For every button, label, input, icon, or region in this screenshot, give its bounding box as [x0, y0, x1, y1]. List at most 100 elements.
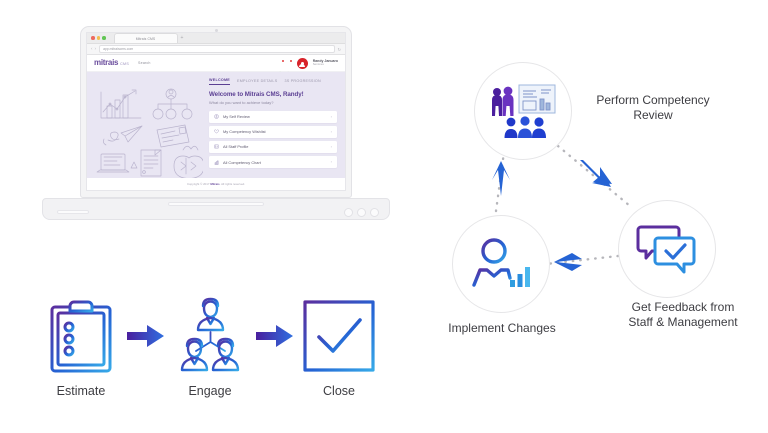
user-role: Services	[312, 62, 324, 67]
avatar[interactable]	[296, 57, 308, 69]
sketch-paper-plane-icon	[102, 125, 143, 146]
sketch-illustrations	[95, 78, 203, 190]
brand-name: mitrais	[94, 58, 119, 67]
chevron-right-icon: ›	[330, 143, 332, 149]
cycle-label-line1: Perform Competency	[596, 93, 710, 107]
menu-item-label: My Self Review	[223, 114, 250, 120]
new-tab-button[interactable]: +	[180, 34, 184, 41]
browser-nav-buttons[interactable]: ‹ ›	[91, 45, 97, 52]
url-input[interactable]: app.mitraiscms.com	[99, 45, 335, 53]
laptop-base	[42, 198, 390, 220]
laptop-lid: Mitrais CMS + ‹ › app.mitraiscms.com ↻ m…	[80, 26, 352, 198]
browser-chrome-bar: Mitrais CMS +	[87, 33, 345, 44]
laptop-trackpad-notch	[168, 202, 264, 206]
browser-tab[interactable]: Mitrais CMS	[113, 33, 178, 43]
sketch-bar-chart-icon	[100, 89, 142, 119]
tab-welcome[interactable]: WELCOME	[209, 78, 231, 85]
sketch-apple-heart-icon	[173, 145, 203, 179]
sketch-org-chart-icon	[152, 88, 193, 120]
menu-item-my-competency-wishlist[interactable]: My Competency Wishlist ›	[209, 126, 337, 138]
refresh-icon[interactable]: ↻	[337, 46, 341, 52]
menu-item-all-competency-chart[interactable]: All Competency Chart ›	[209, 156, 337, 168]
tab-employee-details[interactable]: EMPLOYEE DETAILS	[237, 78, 278, 83]
brand-subtitle: CMS	[120, 62, 130, 66]
cycle-node-perform-competency-review[interactable]	[474, 62, 572, 160]
process-flow-labels-row: Estimate Engage Close	[40, 384, 380, 398]
welcome-panel: WELCOME EMPLOYEE DETAILS 3S PROGRESSION …	[209, 78, 337, 190]
arrow-feedback-to-implement	[554, 253, 582, 271]
copyright-brand: Mitrais	[210, 182, 220, 186]
tab-3s-progression[interactable]: 3S PROGRESSION	[284, 78, 321, 83]
id-card-icon	[214, 144, 219, 149]
app-header: mitrais CMS Search ● ●	[87, 55, 345, 75]
cycle-node-get-feedback[interactable]	[618, 200, 716, 298]
cycle-connectors	[492, 144, 632, 271]
menu-item-label: All Staff Profile	[223, 144, 249, 150]
cycle-label-perform-competency-review: Perform Competency Review	[578, 93, 728, 124]
competency-cycle-diagram: Perform Competency Review Get Feedback f…	[430, 48, 760, 348]
process-flow-diagram: Estimate Engage Close	[40, 292, 380, 410]
browser-window: Mitrais CMS + ‹ › app.mitraiscms.com ↻ m…	[86, 32, 346, 191]
bar-chart-icon	[214, 160, 219, 165]
sketch-notes-icon	[156, 124, 190, 148]
cycle-label-line2: Review	[633, 108, 673, 123]
chevron-right-icon: ›	[330, 159, 332, 165]
clipboard-checklist-icon	[49, 295, 113, 377]
process-flow-icons-row	[40, 292, 380, 380]
webcam-icon	[214, 29, 218, 32]
app-tabs: WELCOME EMPLOYEE DETAILS 3S PROGRESSION	[209, 78, 337, 85]
welcome-subtitle: What do you want to achieve today?	[209, 100, 274, 105]
back-arrow-icon[interactable]: ‹	[91, 45, 93, 51]
sketch-document-icon	[140, 149, 162, 177]
user-info[interactable]: Randy Januaro Services	[313, 59, 338, 66]
sketch-laptop-icon	[96, 153, 138, 173]
cycle-label-line2: Staff & Management	[628, 315, 738, 330]
action-menu-list: My Self Review › My Competency Wishlist	[209, 111, 337, 168]
flow-label-close: Close	[323, 384, 355, 398]
cycle-label-get-feedback: Get Feedback from Staff & Management	[608, 300, 758, 331]
flow-label-engage: Engage	[188, 384, 232, 398]
flow-arrow-1	[124, 323, 168, 349]
user-circle-icon	[214, 114, 219, 120]
app-content-area: WELCOME EMPLOYEE DETAILS 3S PROGRESSION …	[87, 72, 345, 190]
menu-item-my-self-review[interactable]: My Self Review ›	[209, 111, 337, 123]
mail-icon[interactable]: ●	[287, 60, 293, 75]
sketch-illustration-group	[96, 88, 203, 179]
header-user-area: ● ● Randy Januaro Services	[279, 57, 338, 75]
arrow-implement-to-review	[492, 161, 510, 196]
cycle-label-line1: Implement Changes	[448, 321, 556, 335]
connector-review-to-feedback	[556, 144, 632, 208]
welcome-title: Welcome to Mitrais CMS, Randy!	[209, 91, 304, 98]
header-nav-link[interactable]: Search	[138, 61, 151, 65]
menu-item-all-staff-profile[interactable]: All Staff Profile ›	[209, 141, 337, 153]
minimize-icon[interactable]	[96, 36, 100, 40]
flow-arrow-2	[253, 323, 297, 349]
browser-url-bar: ‹ › app.mitraiscms.com ↻	[87, 44, 345, 55]
flow-step-close	[298, 295, 380, 377]
window-controls[interactable]	[91, 36, 106, 40]
close-icon[interactable]	[91, 36, 95, 40]
laptop-mockup: Mitrais CMS + ‹ › app.mitraiscms.com ↻ m…	[42, 26, 390, 226]
laptop-speaker-circles	[344, 208, 379, 217]
app-footer: Copyright © 2017 Mitrais. All rights res…	[87, 178, 345, 190]
team-people-icon	[174, 295, 246, 377]
user-name: Randy Januaro	[312, 59, 338, 64]
forward-arrow-icon[interactable]: ›	[94, 45, 97, 51]
bell-icon[interactable]: ●	[279, 60, 285, 75]
flow-step-estimate	[40, 295, 122, 377]
arrow-review-to-feedback	[580, 160, 611, 187]
heart-icon	[214, 129, 219, 134]
checkmark-box-icon	[302, 295, 376, 377]
menu-item-label: My Competency Wishlist	[223, 129, 266, 135]
arrow-right-icon	[255, 325, 293, 347]
chevron-right-icon: ›	[330, 128, 332, 134]
brand-logo[interactable]: mitrais CMS	[94, 59, 129, 67]
presentation-audience-icon	[492, 84, 556, 138]
maximize-icon[interactable]	[102, 36, 106, 40]
flow-step-engage	[169, 295, 251, 377]
copyright-prefix: Copyright © 2017	[186, 182, 211, 186]
chevron-right-icon: ›	[330, 113, 332, 119]
cycle-label-line1: Get Feedback from	[631, 300, 735, 314]
cycle-node-implement-changes[interactable]	[452, 215, 550, 313]
